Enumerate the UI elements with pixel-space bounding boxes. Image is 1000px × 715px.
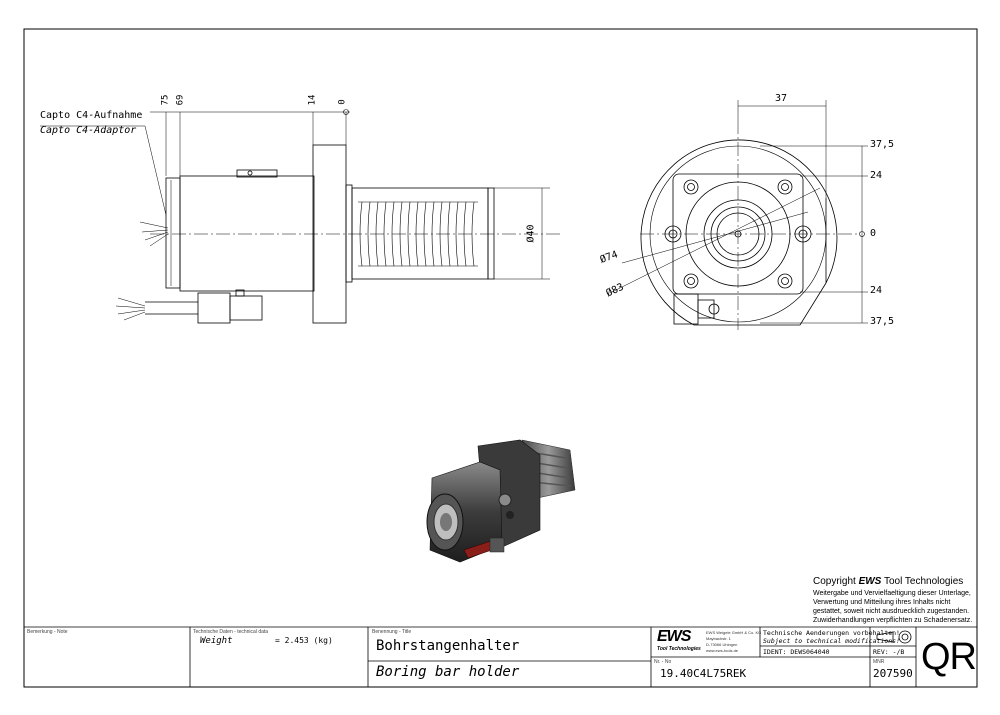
company-line: D-73066 Uhingen: [706, 642, 738, 647]
dim-75: 75: [160, 94, 171, 106]
dim-37-5-top: 37,5: [870, 139, 895, 150]
ews-logo: EWS: [657, 628, 691, 645]
copyright-brand: EWS: [858, 576, 882, 587]
notice-en: Subject to technical modifications!: [763, 637, 900, 645]
copyright-heading: Copyright EWS Tool Technologies: [813, 576, 963, 587]
title-de: Bohrstangenhalter: [376, 638, 520, 654]
rev-value: REV: -/B: [873, 648, 905, 656]
dim-0: 0: [337, 99, 348, 105]
weight-label: Weight: [200, 636, 233, 646]
side-view: [40, 109, 560, 324]
copyright-line: Weitergabe und Vervielfaeltigung dieser …: [813, 590, 971, 597]
front-view: [609, 100, 868, 330]
dim-37-5-bottom: 37,5: [870, 316, 895, 327]
company-line: www.ews-tools.de: [706, 648, 739, 653]
title-label: Benennung - Title: [372, 629, 412, 635]
dim-24-bottom: 24: [870, 285, 883, 296]
title-block: [24, 626, 977, 687]
product-render-image: [426, 439, 576, 563]
nr-label: Nr. - No: [654, 659, 672, 665]
techdata-label: Technische Daten - technical data: [193, 629, 269, 635]
ews-logo-sub: Tool Technologies: [657, 646, 701, 652]
dim-69: 69: [175, 94, 186, 106]
qr-label: QR: [921, 636, 977, 678]
sheet-border: [23, 28, 978, 688]
copyright-suffix: Tool Technologies: [881, 576, 964, 587]
capto-label-en: Capto C4-Adaptor: [40, 125, 137, 136]
dim-37: 37: [775, 93, 788, 104]
copyright-line: Zuwiderhandlungen verpflichten zu Schade…: [813, 617, 973, 624]
copyright-line: Verwertung und Mitteilung ihres Inhalts …: [813, 599, 951, 606]
company-line: EWS Weigele GmbH & Co. KG: [706, 630, 762, 635]
capto-label-de: Capto C4-Aufnahme: [40, 110, 143, 121]
copyright-prefix: Copyright: [813, 576, 859, 587]
copyright-line: gestattet, soweit nicht ausdruecklich zu…: [813, 608, 970, 615]
dim-24-top: 24: [870, 170, 883, 181]
dim-diameter-40: Ø40: [525, 224, 537, 243]
ident-value: IDENT: DEWS064040: [763, 648, 830, 656]
company-line: Maybachstr. 1: [706, 636, 731, 641]
mnr-label: MNR: [873, 659, 885, 665]
notice-de: Technische Aenderungen vorbehalten!: [763, 629, 900, 637]
title-en: Boring bar holder: [376, 664, 520, 680]
mnr-value: 207590: [873, 667, 913, 680]
dim-0-center: 0: [870, 228, 877, 239]
dim-14: 14: [307, 94, 318, 106]
remark-label: Bemerkung - Note: [27, 629, 68, 635]
part-number: 19.40C4L75REK: [660, 667, 747, 680]
weight-value: = 2.453 (kg): [275, 636, 333, 645]
